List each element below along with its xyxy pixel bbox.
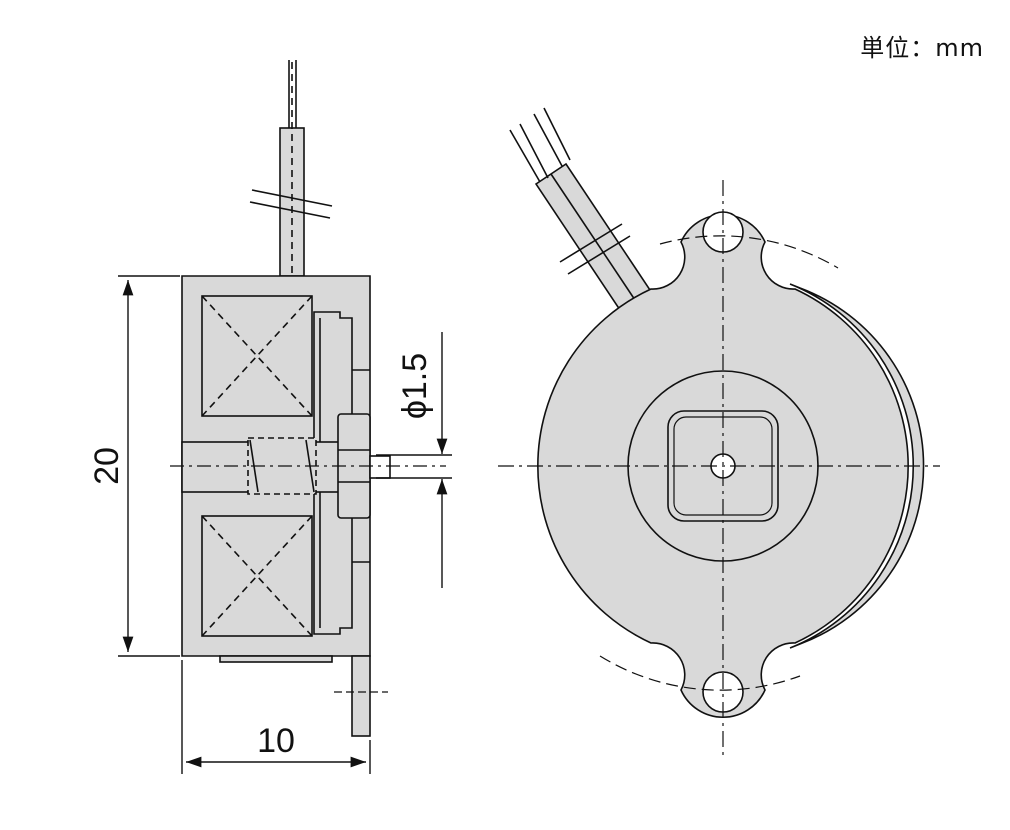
dimension-shaft-diameter — [376, 332, 452, 588]
side-body — [181, 275, 391, 737]
dimension-shaft-diameter-label: ϕ1.5 — [396, 353, 434, 419]
side-lead-wire — [249, 60, 333, 277]
dimension-height — [118, 275, 180, 657]
front-center-lines — [498, 180, 940, 756]
unit-label: 単位：mm — [860, 34, 984, 62]
dimension-height-label: 20 — [88, 447, 126, 485]
front-view — [509, 107, 925, 718]
front-back-plate — [789, 283, 925, 649]
side-view — [170, 60, 446, 737]
dimension-width — [181, 660, 371, 774]
dimension-width-label: 10 — [257, 722, 295, 760]
front-lead-wire — [509, 107, 652, 312]
